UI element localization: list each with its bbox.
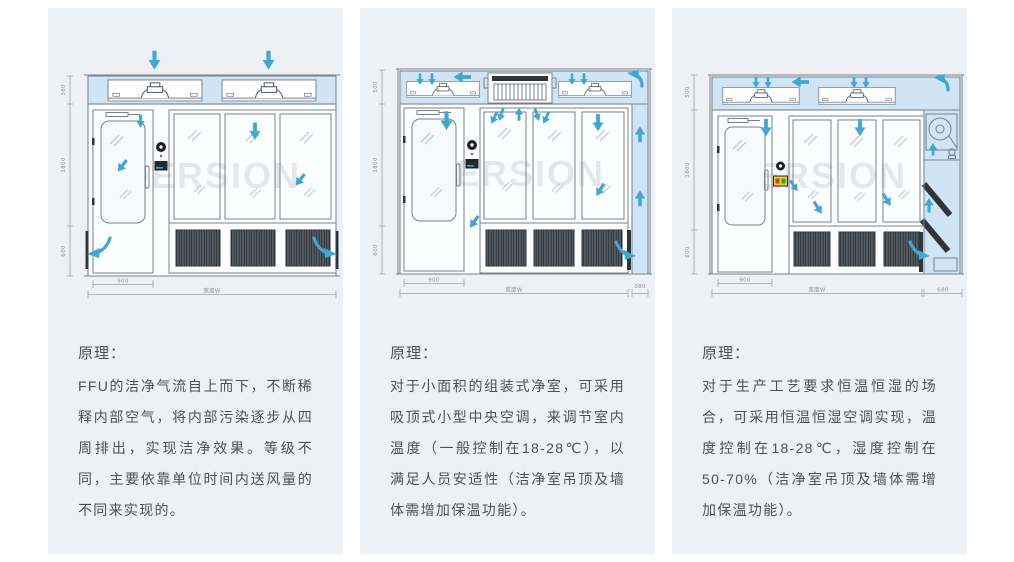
card-ffu-cleanroom: 380 1800 600 900 宽度W DERSION	[48, 8, 343, 554]
principle-section: 原理： 对于小面积的组装式净室，可采用吸顶式小型中央空调，来调节室内温度（一般控…	[360, 310, 655, 526]
dimension-annotations: 380 1800 600 900 宽度W	[61, 75, 337, 298]
door-handle	[456, 163, 461, 187]
dim-total-width: 宽度W	[203, 287, 221, 295]
card-constant-temp-humidity-cleanroom: 500 1800 600 900 宽度W 680 DERSION	[672, 8, 967, 554]
principle-section: 原理： 对于生产工艺要求恒温恒湿的场合，可采用恒温恒湿空调实现，温度控制在18-…	[672, 310, 967, 526]
diagram-constant-temp-humidity: 500 1800 600 900 宽度W 680 DERSION	[685, 74, 964, 297]
door	[92, 109, 154, 274]
dimension-annotations: 500 1800 600 900 宽度W 680	[685, 74, 963, 297]
glass-panels	[788, 115, 925, 227]
return-grille	[230, 229, 276, 267]
door	[717, 115, 773, 273]
blower-fan-icon	[928, 117, 952, 141]
dim-total-width: 宽度W	[808, 286, 826, 294]
dim-right-width: 680	[937, 288, 949, 294]
dim-door-width: 900	[739, 278, 751, 284]
door-window	[724, 126, 766, 226]
return-grille	[485, 229, 527, 267]
ffu-unit	[107, 79, 203, 102]
roof-plenum	[84, 74, 340, 105]
control-display	[465, 159, 479, 169]
airflow-arrows	[752, 74, 950, 260]
principle-section: 原理： FFU的洁净气流自上而下，不断稀释内部空气，将内部污染逐步从四周排出，实…	[48, 310, 343, 526]
ceiling-ac-unit	[483, 72, 557, 104]
door-window	[100, 120, 146, 224]
ffu-unit	[722, 86, 800, 106]
brand-watermark: DERSION	[123, 155, 301, 196]
principle-title: 原理：	[78, 345, 127, 362]
dim-side-top: 500	[685, 86, 691, 98]
dim-side-mid: 1800	[373, 157, 379, 172]
dim-total-width: 宽度W	[505, 286, 523, 294]
dim-side-bottom: 600	[373, 244, 379, 256]
principle-text: FFU的洁净气流自上而下，不断稀释内部空气，将内部污染逐步从四周排出，实现洁净效…	[78, 378, 313, 518]
vent-grilles	[479, 222, 631, 274]
return-grille	[581, 229, 623, 267]
dim-side-mid: 1800	[61, 157, 67, 172]
door-handle	[764, 169, 769, 191]
dim-side-bottom: 600	[61, 245, 67, 257]
door-window	[411, 118, 457, 222]
door-handle	[145, 165, 150, 189]
principle-text: 对于生产工艺要求恒温恒湿的场合，可采用恒温恒湿空调实现，温度控制在18-28℃，…	[702, 378, 937, 518]
ffu-unit	[818, 86, 896, 106]
heating-cooling-coil	[919, 218, 951, 253]
dim-side-top: 380	[61, 84, 67, 96]
principle-title: 原理：	[390, 345, 439, 362]
warning-label	[773, 175, 788, 187]
card-ceiling-ac-cleanroom: 500 1800 600 900 宽度W 380	[360, 8, 655, 554]
vent-grilles	[788, 225, 925, 275]
dim-door-width: 900	[428, 278, 440, 284]
indicator-light	[159, 154, 163, 158]
return-grille	[533, 229, 575, 267]
drain-pan	[933, 257, 958, 272]
roof-plenum	[396, 68, 652, 275]
airflow-arrows	[416, 70, 646, 260]
diagram-ffu-airflow: 380 1800 600 900 宽度W DERSION	[61, 50, 340, 298]
ffu-unit	[221, 79, 317, 102]
down-arrow-icon	[262, 50, 275, 70]
principle-text: 对于小面积的组装式净室，可采用吸顶式小型中央空调，来调节室内温度（一般控制在18…	[390, 378, 625, 518]
glass-panels	[479, 107, 629, 224]
airflow-arrows	[87, 50, 337, 258]
return-grille	[793, 231, 831, 267]
return-grille	[175, 229, 221, 267]
down-arrow-icon	[148, 50, 161, 70]
control-display	[154, 161, 168, 171]
heating-cooling-coil	[921, 182, 953, 217]
dimension-annotations: 500 1800 600 900 宽度W 380	[373, 69, 649, 297]
air-handling-unit	[919, 113, 960, 272]
return-grille	[838, 231, 876, 267]
return-grille	[285, 229, 331, 267]
ffu-unit	[558, 80, 632, 99]
principle-title: 原理：	[702, 345, 751, 362]
dim-right-width: 380	[634, 284, 646, 290]
dim-side-top: 500	[373, 81, 379, 93]
dim-side-bottom: 600	[685, 246, 691, 258]
indicator-light	[470, 152, 474, 156]
diagram-ceiling-ac: 500 1800 600 900 宽度W 380	[373, 68, 652, 297]
ffu-unit	[406, 80, 480, 99]
vent-grilles	[85, 222, 339, 274]
dim-side-mid: 1800	[685, 162, 691, 177]
dim-door-width: 900	[117, 279, 129, 285]
